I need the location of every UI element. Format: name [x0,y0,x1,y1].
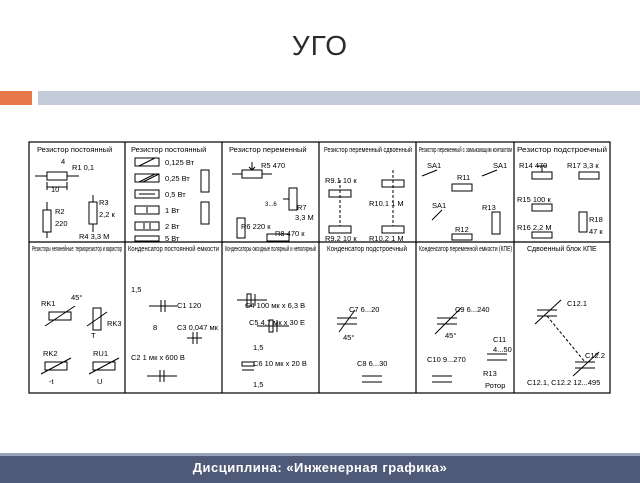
label: R1 0,1 [72,163,94,172]
label: 45° [71,293,82,302]
label: R9.1 10 к [325,176,357,185]
label: SA1 [493,161,507,170]
label: RK3 [107,319,122,328]
label: Ротор [485,381,505,390]
label: T [91,331,96,340]
label: R10.2 1 М [369,234,404,243]
label: RK1 [41,299,56,308]
label: RK2 [43,349,58,358]
header-r2-c5: Конденсатор переменной емкости (КПЕ) [419,245,512,253]
resistor-fixed-symbols [35,171,98,238]
label: C5 4,7 мк x 30 Е [249,318,305,327]
label: C12.1, C12.2 12...495 [527,378,600,387]
label: 220 [55,219,68,228]
footer-discipline: Дисциплина: «Инженерная графика» [192,460,448,475]
header-r1-c6: Резистор подстроечный [517,145,607,154]
label: C6 10 мк x 20 В [253,359,307,368]
label: 2,2 к [99,210,116,219]
label: 0,5 Вт [165,190,186,199]
header-r2-c1: Резисторы нелинейные: терморезистор и ва… [32,245,122,253]
label: C7 6...20 [349,305,379,314]
label: R7 [297,203,307,212]
label: SA1 [427,161,441,170]
label: R11 [457,173,470,182]
label: 3,3 М [295,213,314,222]
label: R16 2,2 М [517,223,552,232]
label: 8 [153,323,157,332]
ugo-table-svg: Резистор постоянный Резистор постоянный … [28,141,611,394]
capacitor-dual-block-symbols [534,299,600,377]
label: 1,5 [253,343,263,352]
label: RU1 [93,349,108,358]
label: R18 [589,215,603,224]
label: C2 1 мк x 600 В [131,353,185,362]
label: 1,5 [131,285,141,294]
label: C3 0,047 мк [177,323,219,332]
label: R9.2 10 к [325,234,357,243]
label: R10.1 1 М [369,199,404,208]
resistor-power-symbols [134,157,210,242]
label: C12.2 [585,351,605,360]
label: R13 [483,369,497,378]
capacitor-variable-symbols [432,307,507,383]
label: 0,125 Вт [165,158,195,167]
label: 45° [445,331,456,340]
capacitor-oxide-symbols [237,293,289,371]
accent-bar-blue [38,91,640,105]
label: R17 3,3 к [567,161,599,170]
label: 47 к [589,227,603,236]
header-r2-c3: Конденсаторы оксидные полярный и неполяр… [225,245,316,253]
label: R14 470 [519,161,547,170]
label: 0,25 Вт [165,174,190,183]
label: 10 [51,185,59,194]
footer-bar: Дисциплина: «Инженерная графика» [0,453,640,483]
label: R3 [99,198,109,207]
slide-title: УГО [291,30,349,61]
resistor-variable-symbols [232,162,298,242]
label: 3...6 [265,202,277,208]
header-r1-c2: Резистор постоянный [131,145,206,154]
header-r1-c1: Резистор постоянный [37,145,112,154]
label: R4 3,3 М [79,232,109,241]
label: R5 470 [261,161,285,170]
header-r1-c3: Резистор переменный [229,145,307,154]
label: C4 100 мк x 6,3 В [245,301,305,310]
label: R15 100 к [517,195,551,204]
label: SA1 [432,201,446,210]
label: C9 6...240 [455,305,490,314]
label: R12 [455,225,469,234]
header-r2-c4: Конденсатор подстроечный [327,245,407,253]
header-r1-c5: Резистор переменный с замыкающим контакт… [419,145,512,154]
resistor-trimmer-symbols [531,165,600,239]
label: C11 [493,335,506,344]
label: R8 470 к [275,229,305,238]
label: R2 [55,207,65,216]
label: 5 Вт [165,234,180,243]
label: U [97,377,102,386]
header-r1-c4: Резистор переменный сдвоенный [324,145,412,154]
label: 4 [61,157,65,166]
resistor-switch-symbols [421,169,501,241]
label: C8 6...30 [357,359,387,368]
label: 1 Вт [165,206,180,215]
header-r2-c2: Конденсатор постоянной емкости [128,245,219,253]
accent-bar-orange [0,91,32,105]
label: R6 220 к [241,222,271,231]
label: 45° [343,333,354,342]
resistor-dual-symbols [328,170,405,234]
label: C12.1 [567,299,587,308]
ugo-symbol-table: Резистор постоянный Резистор постоянный … [27,140,612,395]
label: R13 [482,203,496,212]
label: C10 9...270 [427,355,466,364]
label: -t [49,377,54,386]
capacitor-fixed-symbols [147,300,202,382]
label: 2 Вт [165,222,180,231]
header-r2-c6: Сдвоенный блок КПЕ [527,245,597,253]
capacitor-trimmer-symbols [337,309,382,383]
label: 4...50 [493,345,512,354]
label: 1,5 [253,380,263,389]
label: C1 120 [177,301,201,310]
nonlinear-resistor-symbols [40,305,120,375]
